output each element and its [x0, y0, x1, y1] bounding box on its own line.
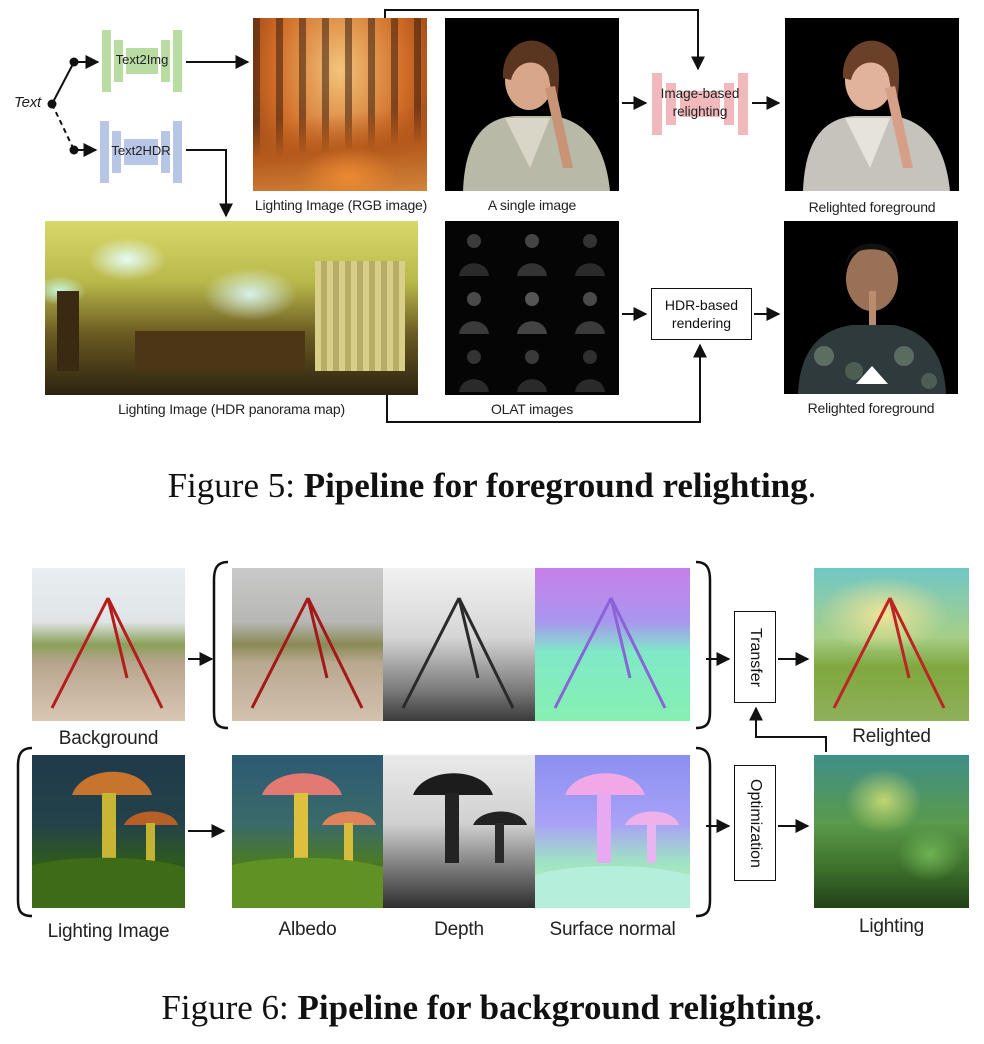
image-based-label-line2: relighting: [672, 104, 728, 119]
relighted-label: Relighted: [852, 726, 931, 747]
hdr-panorama-image: [45, 221, 418, 395]
relighted-man-image: [784, 221, 958, 394]
figure5-caption-title: Pipeline for foreground relighting: [303, 466, 808, 505]
text2hdr-to-panorama-arrow: [186, 149, 233, 218]
olat-grid-image: [445, 221, 619, 395]
figure6-caption: Figure 6: Pipeline for background religh…: [0, 988, 984, 1028]
top-left-bracket: [212, 560, 229, 730]
hdr-based-rendering-box: HDR-based rendering: [651, 288, 752, 340]
lighting-image-label: Lighting Image: [47, 921, 170, 942]
image-based-label-line1: Image-based: [660, 86, 740, 101]
text2hdr-label: Text2HDR: [111, 143, 171, 158]
albedo-label: Albedo: [278, 919, 337, 940]
depth-label: Depth: [434, 919, 484, 940]
surface-normal-label: Surface normal: [549, 919, 676, 940]
hdr-box-line1: HDR-based: [664, 297, 739, 313]
text-node-dot: [47, 99, 57, 109]
relighted-top-label: Relighted foreground: [808, 199, 936, 215]
background-albedo-image: [232, 568, 383, 721]
figure5-caption: Figure 5: Pipeline for foreground religh…: [0, 466, 984, 506]
hdr-panorama-label: Lighting Image (HDR panorama map): [118, 401, 345, 417]
mushroom-depth-image: [383, 755, 535, 908]
bottom-left-bracket: [16, 746, 33, 918]
figure6-caption-prefix: Figure 6:: [161, 988, 298, 1027]
relighted-background-image: [814, 568, 969, 721]
figure5-caption-suffix: .: [807, 466, 817, 505]
olat-label: OLAT images: [490, 401, 574, 417]
transfer-box: Transfer: [734, 611, 776, 703]
lighting-rgb-label: Lighting Image (RGB image): [254, 197, 428, 213]
optimization-box: Optimization: [734, 765, 776, 881]
top-right-bracket: [695, 560, 712, 730]
mushroom-normal-image: [535, 755, 690, 908]
text2hdr-network: Text2HDR: [100, 121, 182, 183]
figure5-caption-prefix: Figure 5:: [167, 466, 304, 505]
text-to-text2img-branch: [51, 61, 75, 105]
text2img-branch-dot: [69, 57, 79, 67]
mushroom-albedo-image: [232, 755, 383, 908]
figure6-caption-title: Pipeline for background relighting: [297, 988, 814, 1027]
relighted-woman-image: [785, 18, 959, 191]
background-depth-image: [383, 568, 535, 721]
hdr-box-line2: rendering: [671, 315, 732, 331]
lighting-label: Lighting: [859, 916, 924, 937]
text-input-label: Text: [14, 94, 41, 111]
figure6-caption-suffix: .: [813, 988, 823, 1027]
mushroom-lighting-image: [32, 755, 185, 908]
text-to-text2hdr-branch: [51, 103, 75, 151]
single-image-label: A single image: [487, 197, 577, 213]
optimization-label: Optimization: [747, 778, 764, 868]
autumn-forest-image: [253, 18, 427, 191]
text2img-network: Text2Img: [102, 30, 182, 92]
woman-portrait-image: [445, 18, 619, 191]
text2img-label: Text2Img: [115, 52, 169, 67]
background-playground-image: [32, 568, 185, 721]
olat-thumbnails: [459, 234, 605, 392]
text2hdr-branch-dot: [69, 145, 79, 155]
background-normal-image: [535, 568, 690, 721]
bottom-right-bracket: [695, 746, 712, 918]
image-based-relighting-network: Image-based relighting: [652, 73, 748, 135]
lighting-result-image: [814, 755, 969, 908]
transfer-label: Transfer: [747, 627, 764, 687]
relighted-bottom-label: Relighted foreground: [807, 400, 935, 416]
background-label: Background: [58, 728, 159, 749]
